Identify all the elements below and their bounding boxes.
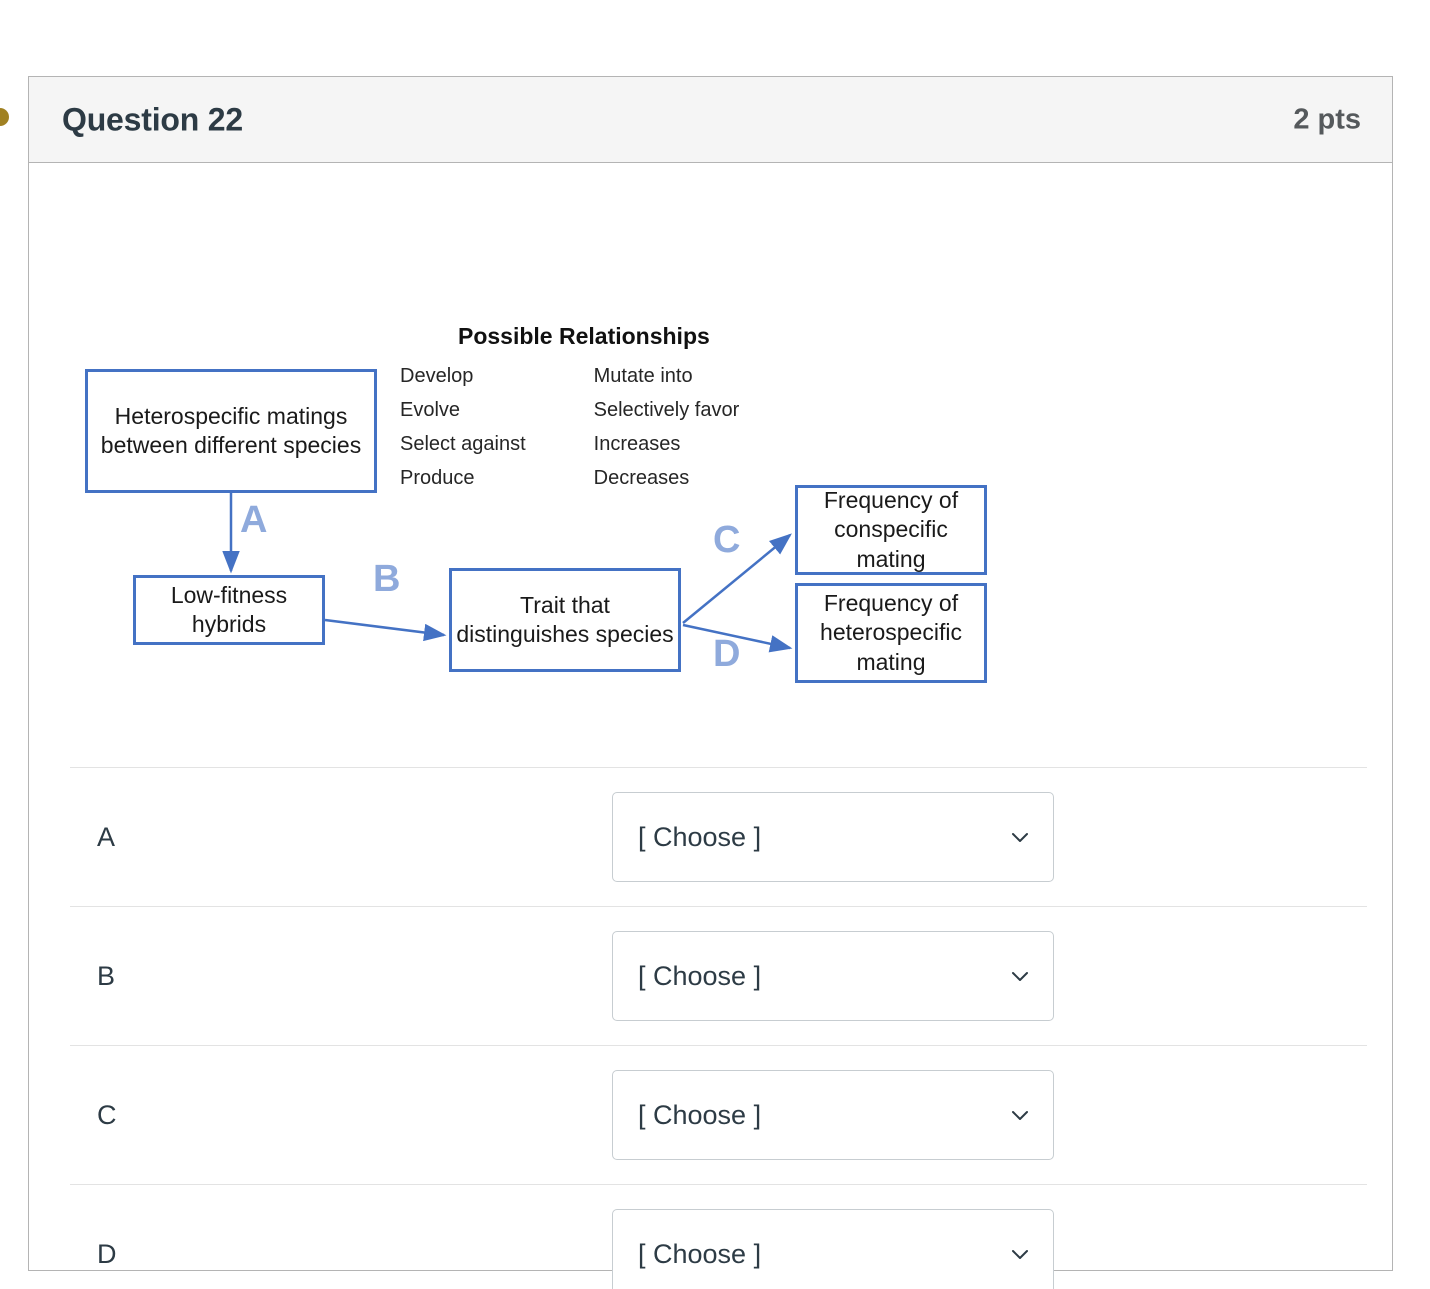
answer-label-b: B: [97, 960, 116, 991]
legend-item: Selectively favor: [593, 399, 740, 421]
arrow-label-a: A: [240, 499, 268, 541]
arrow-d: [682, 623, 793, 653]
arrow-label-b: B: [373, 558, 401, 600]
answer-row-c: C [ Choose ]: [70, 1045, 1367, 1184]
answer-dropdown-c-value: [ Choose ]: [638, 1099, 762, 1130]
chevron-down-icon: [1009, 826, 1031, 848]
arrow-label-d: D: [713, 633, 741, 675]
diagram-box-frequency-conspecific-mating: Frequency of conspecific mating: [795, 485, 987, 575]
arrow-b: [324, 618, 447, 642]
answer-dropdown-a-value: [ Choose ]: [638, 821, 762, 852]
answer-label-a: A: [97, 821, 116, 852]
question-card: Question 22 2 pts: [28, 76, 1393, 1289]
question-body: Heterospecific matings between different…: [29, 163, 1392, 1289]
answer-dropdown-d-value: [ Choose ]: [638, 1238, 762, 1269]
answer-dropdown-b-value: [ Choose ]: [638, 960, 762, 991]
diagram-box-frequency-heterospecific-mating: Frequency of heterospecific mating: [795, 583, 987, 683]
diagram-arrows-svg: [222, 493, 793, 653]
legend-item: Increases: [593, 433, 681, 455]
chevron-down-icon: [1009, 1243, 1031, 1265]
question-header: Question 22 2 pts: [29, 77, 1392, 163]
answer-row-a: A [ Choose ]: [70, 767, 1367, 906]
answer-row-b: B [ Choose ]: [70, 906, 1367, 1045]
answer-rows: A [ Choose ] B [ Choose ]: [70, 767, 1367, 1289]
question-flag-dot: [0, 108, 9, 126]
legend-item: Select against: [400, 433, 526, 455]
legend-column-right: Mutate into Selectively favor Increases …: [594, 365, 740, 489]
legend-columns: Develop Evolve Select against Produce Mu…: [400, 365, 739, 489]
legend-item: Decreases: [593, 467, 690, 489]
answer-label-c: C: [97, 1099, 117, 1130]
answer-label-d: D: [97, 1238, 117, 1269]
answer-dropdown-b[interactable]: [ Choose ]: [612, 931, 1054, 1021]
question-points: 2 pts: [1293, 103, 1361, 135]
page-title: Question 22: [62, 101, 243, 137]
answer-dropdown-d[interactable]: [ Choose ]: [612, 1209, 1054, 1289]
legend-item: Mutate into: [593, 365, 693, 387]
arrow-label-c: C: [713, 519, 741, 561]
answer-row-d: D [ Choose ]: [70, 1184, 1367, 1289]
diagram-box-low-fitness-hybrids: Low-fitness hybrids: [133, 575, 325, 645]
answer-dropdown-a[interactable]: [ Choose ]: [612, 792, 1054, 882]
legend-title: Possible Relationships: [458, 323, 710, 349]
chevron-down-icon: [1009, 965, 1031, 987]
legend-item: Develop: [400, 365, 474, 387]
diagram-box-trait-distinguishes-species: Trait that distinguishes species: [449, 568, 681, 672]
concept-diagram: Heterospecific matings between different…: [55, 323, 1045, 723]
legend-column-left: Develop Evolve Select against Produce: [400, 365, 526, 489]
answer-dropdown-c[interactable]: [ Choose ]: [612, 1070, 1054, 1160]
legend-item: Produce: [400, 467, 475, 489]
chevron-down-icon: [1009, 1104, 1031, 1126]
arrow-c: [682, 533, 792, 624]
diagram-box-heterospecific-matings: Heterospecific matings between different…: [85, 369, 377, 493]
legend-item: Evolve: [400, 399, 461, 421]
